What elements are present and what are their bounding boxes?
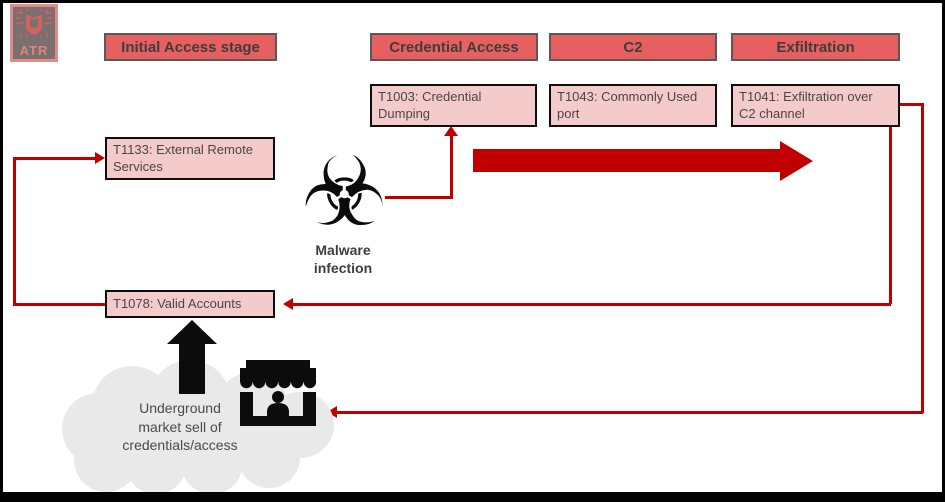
flow-line-t1041-right-h	[900, 103, 923, 106]
technique-box-t1041: T1041: Exfiltration over C2 channel	[731, 84, 900, 127]
flow-line-t1078-left-h	[16, 303, 105, 306]
flow-line-t1041-to-t1078-v	[889, 127, 892, 304]
technique-box-t1078: T1078: Valid Accounts	[105, 290, 275, 318]
technique-box-t1133: T1133: External Remote Services	[105, 137, 275, 180]
big-red-arrow-head	[780, 141, 813, 181]
flow-line-malware-to-t1003-v	[450, 134, 453, 198]
shield-circuit-icon	[16, 9, 52, 37]
black-up-arrow-head	[167, 320, 217, 344]
arrowhead-into-t1133	[95, 152, 105, 164]
flow-line-malware-to-t1003-h	[385, 196, 453, 199]
arrowhead-into-market	[327, 406, 337, 418]
malware-infection-label: Malware infection	[313, 242, 373, 276]
arrowhead-into-t1078	[283, 298, 293, 310]
flow-line-to-market-h	[337, 411, 923, 414]
atr-logo: ATR	[10, 4, 58, 62]
logo-label: ATR	[19, 43, 49, 58]
arrowhead-into-t1003	[444, 126, 458, 136]
stage-header-credential-access: Credential Access	[370, 33, 538, 61]
biohazard-malware-icon: ☣	[300, 136, 388, 248]
flow-line-t1041-to-t1078-h	[293, 303, 891, 306]
flow-line-right-edge-v	[921, 103, 924, 413]
stage-header-exfiltration: Exfiltration	[731, 33, 900, 61]
technique-box-t1043: T1043: Commonly Used port	[549, 84, 717, 127]
stage-header-initial-access: Initial Access stage	[104, 33, 277, 61]
technique-box-t1003: T1003: Credential Dumping	[370, 84, 537, 127]
stage-header-c2: C2	[549, 33, 717, 61]
flow-line-to-t1133-h	[16, 157, 95, 160]
black-up-arrow-shaft	[179, 342, 205, 394]
big-red-arrow-shaft	[473, 149, 780, 172]
flow-line-left-v	[13, 157, 16, 306]
underground-market-label: Underground market sell of credentials/a…	[122, 400, 238, 453]
storefront-icon	[240, 360, 317, 426]
